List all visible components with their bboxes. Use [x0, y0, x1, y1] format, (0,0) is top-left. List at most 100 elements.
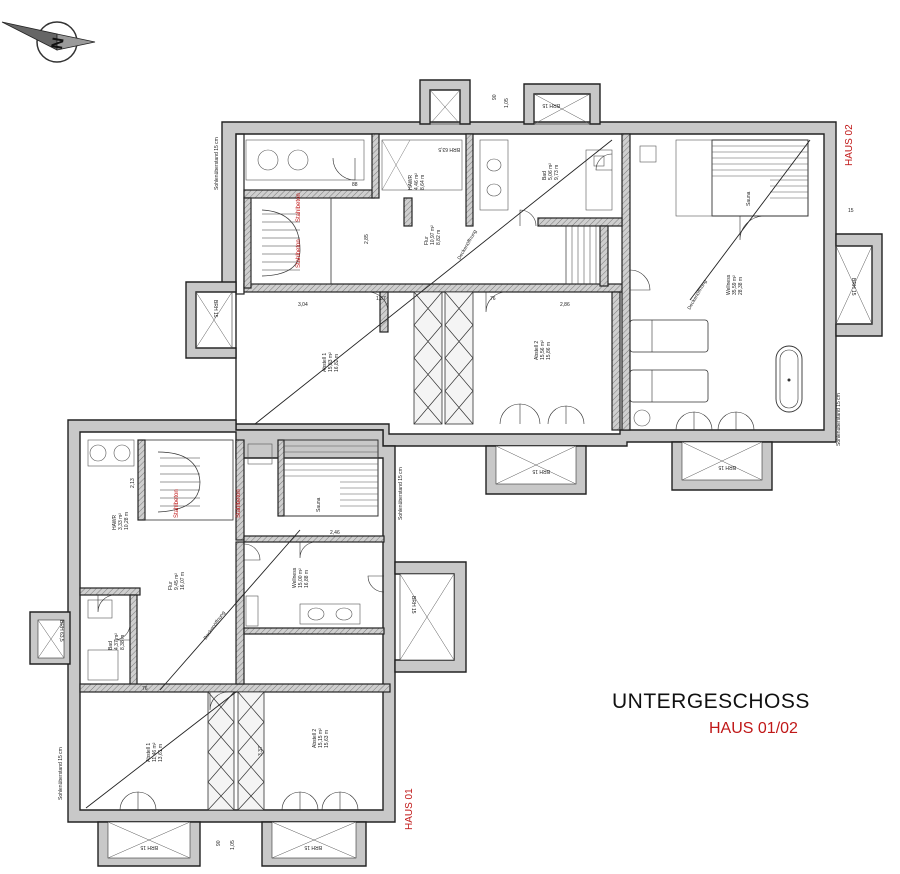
dim: 3,04: [298, 302, 308, 308]
svg-text:Abstell 2: Abstell 2: [534, 341, 540, 360]
svg-text:Bad: Bad: [108, 641, 114, 650]
brh-label: BRH 63,5: [58, 620, 64, 642]
dim: 1,05: [230, 840, 236, 850]
haus01-building: [29, 419, 467, 867]
sauna-upper: [675, 139, 809, 217]
haus02-building: [185, 79, 883, 495]
svg-text:16,88 m: 16,88 m: [304, 570, 310, 588]
room-label-abstell2-top: Abstell 2 15,56 m² 15,86 m: [534, 340, 552, 360]
room-label-abstell1-top: Abstell 1 15,83 m² 16,82 m: [322, 352, 340, 372]
room-labels: Flur 10,97 m² 8,82 m HAWR 4,46 m² 8,64 m…: [108, 163, 744, 762]
stair-small-upper: [565, 225, 601, 285]
svg-text:HAWR: HAWR: [112, 515, 118, 530]
deckenoeffnung-label: Deckenöffnung: [203, 610, 227, 641]
stair-lower: [144, 439, 234, 521]
dim: 76: [142, 686, 148, 692]
doors-lower: [97, 541, 385, 811]
room-label-wellness-bottom: Wellness 15,00 m² 16,88 m: [292, 567, 310, 588]
brh-label: BRH 15: [212, 300, 218, 318]
svg-text:10,97 m²: 10,97 m²: [430, 225, 436, 245]
stahlbeton-label: Stahlbeton: [174, 489, 180, 518]
doors-upper: [332, 153, 765, 431]
svg-text:Flur: Flur: [168, 581, 174, 590]
lightwells-lower: [29, 561, 467, 867]
dim: 90: [216, 840, 222, 846]
svg-text:8,38 m: 8,38 m: [120, 635, 126, 650]
brh-label: BRH 15: [542, 102, 560, 108]
dim: 88: [352, 182, 358, 188]
room-label-bad-top: Bad 5,06 m² 9,73 m: [542, 163, 560, 180]
dim: 90: [492, 94, 498, 100]
svg-text:Abstell 2: Abstell 2: [312, 729, 318, 748]
svg-text:15,83 m²: 15,83 m²: [328, 352, 334, 372]
bath-fixtures-top: [245, 139, 657, 211]
sauna-label: Sauna: [746, 191, 752, 206]
room-label-hawr-bottom: HAWR 3,33 m² 10,28 m: [112, 512, 130, 530]
svg-text:16,82 m: 16,82 m: [334, 354, 340, 372]
lightwells-upper: [185, 79, 883, 495]
brh-label: BRH 15: [304, 844, 322, 850]
dim: 3,37: [258, 746, 264, 756]
brh-label: BRH 15: [718, 464, 736, 470]
brh-label: BRH 15: [410, 596, 416, 614]
sohlen-label: Sohlenüberstand 15 cm: [58, 747, 64, 800]
dim: 2,13: [130, 478, 136, 488]
stahlbeton-label: Stahlbeton: [236, 489, 242, 518]
dim: 2,85: [364, 234, 370, 244]
svg-text:4,46 m²: 4,46 m²: [414, 173, 420, 190]
dim: 2,46: [330, 530, 340, 536]
svg-text:Wellness: Wellness: [726, 274, 732, 295]
svg-text:15,56 m²: 15,56 m²: [540, 340, 546, 360]
svg-text:15,00 m²: 15,00 m²: [298, 568, 304, 588]
dim: 2,86: [560, 302, 570, 308]
sohlen-label: Sohlenüberstand 15 cm: [836, 393, 842, 446]
deckenoeffnung-label: Deckenöffnung: [687, 279, 709, 311]
svg-text:Flur: Flur: [424, 236, 430, 245]
bath-fixtures-lower: [87, 439, 361, 681]
room-label-abstell1-bottom: Abstell 1 11,46 m² 13,61 m: [146, 742, 164, 762]
svg-text:15,86 m: 15,86 m: [546, 342, 552, 360]
svg-text:28,38 m: 28,38 m: [738, 277, 744, 295]
svg-text:5,06 m²: 5,06 m²: [548, 163, 554, 180]
plan-title: UNTERGESCHOSS: [612, 690, 810, 713]
sohlen-label: Sohlenüberstand 15 cm: [398, 467, 404, 520]
sauna-label: Sauna: [316, 497, 322, 512]
svg-text:15,15 m²: 15,15 m²: [318, 728, 324, 748]
svg-text:HAWR: HAWR: [408, 175, 414, 190]
svg-text:15,63 m: 15,63 m: [324, 730, 330, 748]
svg-text:Abstell 1: Abstell 1: [146, 743, 152, 762]
room-label-hawr-top: HAWR 4,46 m² 8,64 m: [408, 173, 426, 190]
shaft-upper: [413, 291, 474, 425]
brh-label: BRH 63,5: [438, 146, 460, 152]
svg-text:11,46 m²: 11,46 m²: [152, 742, 158, 762]
north-arrow-icon: N: [1, 21, 96, 63]
svg-text:3,33 m²: 3,33 m²: [118, 513, 124, 530]
sohlen-label: Sohlenüberstand 15 cm: [214, 137, 220, 190]
svg-text:Wellness: Wellness: [292, 567, 298, 588]
haus01-label: HAUS 01: [404, 788, 415, 830]
wellness-furniture-upper: [629, 319, 803, 427]
svg-text:10,28 m: 10,28 m: [124, 512, 130, 530]
svg-text:13,61 m: 13,61 m: [158, 744, 164, 762]
room-label-abstell2-bottom: Abstell 2 15,15 m² 15,63 m: [312, 728, 330, 748]
room-label-flur-bottom: Flur 9,45 m² 16,07 m: [168, 572, 186, 590]
stahlbeton-label: Stahlbeton: [296, 193, 302, 222]
brh-label: BRH 15: [850, 278, 856, 296]
brh-label: BRH 15: [140, 844, 158, 850]
plan-subtitle: HAUS 01/02: [709, 720, 798, 737]
dim: 1,37: [376, 296, 386, 302]
dim: 76: [490, 296, 496, 302]
svg-text:9,73 m: 9,73 m: [554, 165, 560, 180]
svg-text:8,82 m: 8,82 m: [436, 230, 442, 245]
shaft-lower: [207, 691, 265, 811]
brh-label: BRH 15: [532, 468, 550, 474]
deckenoeffnung-label: Deckenöffnung: [457, 229, 479, 261]
svg-text:Abstell 1: Abstell 1: [322, 353, 328, 372]
svg-text:4,37 m²: 4,37 m²: [114, 633, 120, 650]
svg-text:35,59 m²: 35,59 m²: [732, 275, 738, 295]
room-label-bad-bottom: Bad 4,37 m² 8,38 m: [108, 633, 126, 650]
haus02-label: HAUS 02: [844, 124, 855, 166]
svg-text:N: N: [49, 36, 68, 50]
stair-upper: [250, 197, 332, 285]
